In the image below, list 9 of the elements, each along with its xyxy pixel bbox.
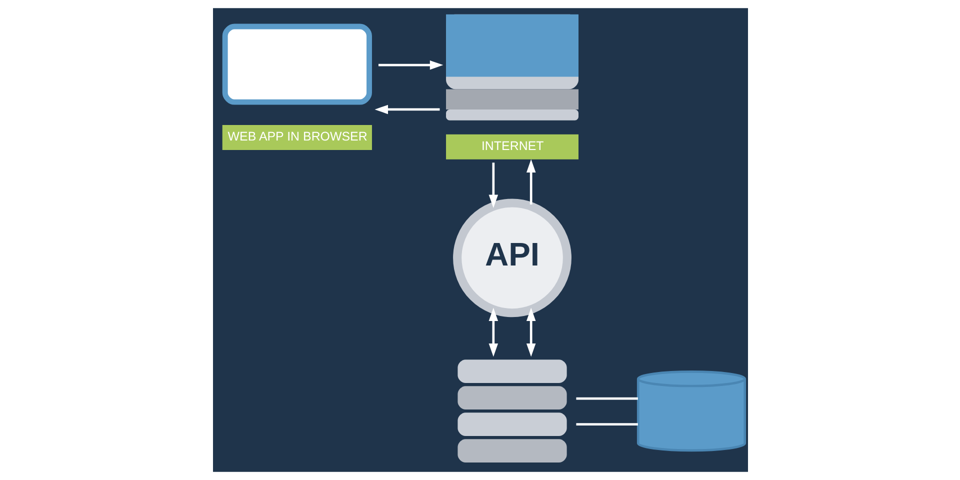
arrow [526, 308, 536, 357]
arrow [488, 162, 498, 208]
connector [576, 423, 638, 426]
connector [576, 397, 638, 400]
arrow [488, 308, 498, 357]
arrow [526, 159, 536, 204]
node-circle: API [452, 198, 571, 318]
arrow [378, 60, 443, 70]
arrow [374, 104, 440, 114]
